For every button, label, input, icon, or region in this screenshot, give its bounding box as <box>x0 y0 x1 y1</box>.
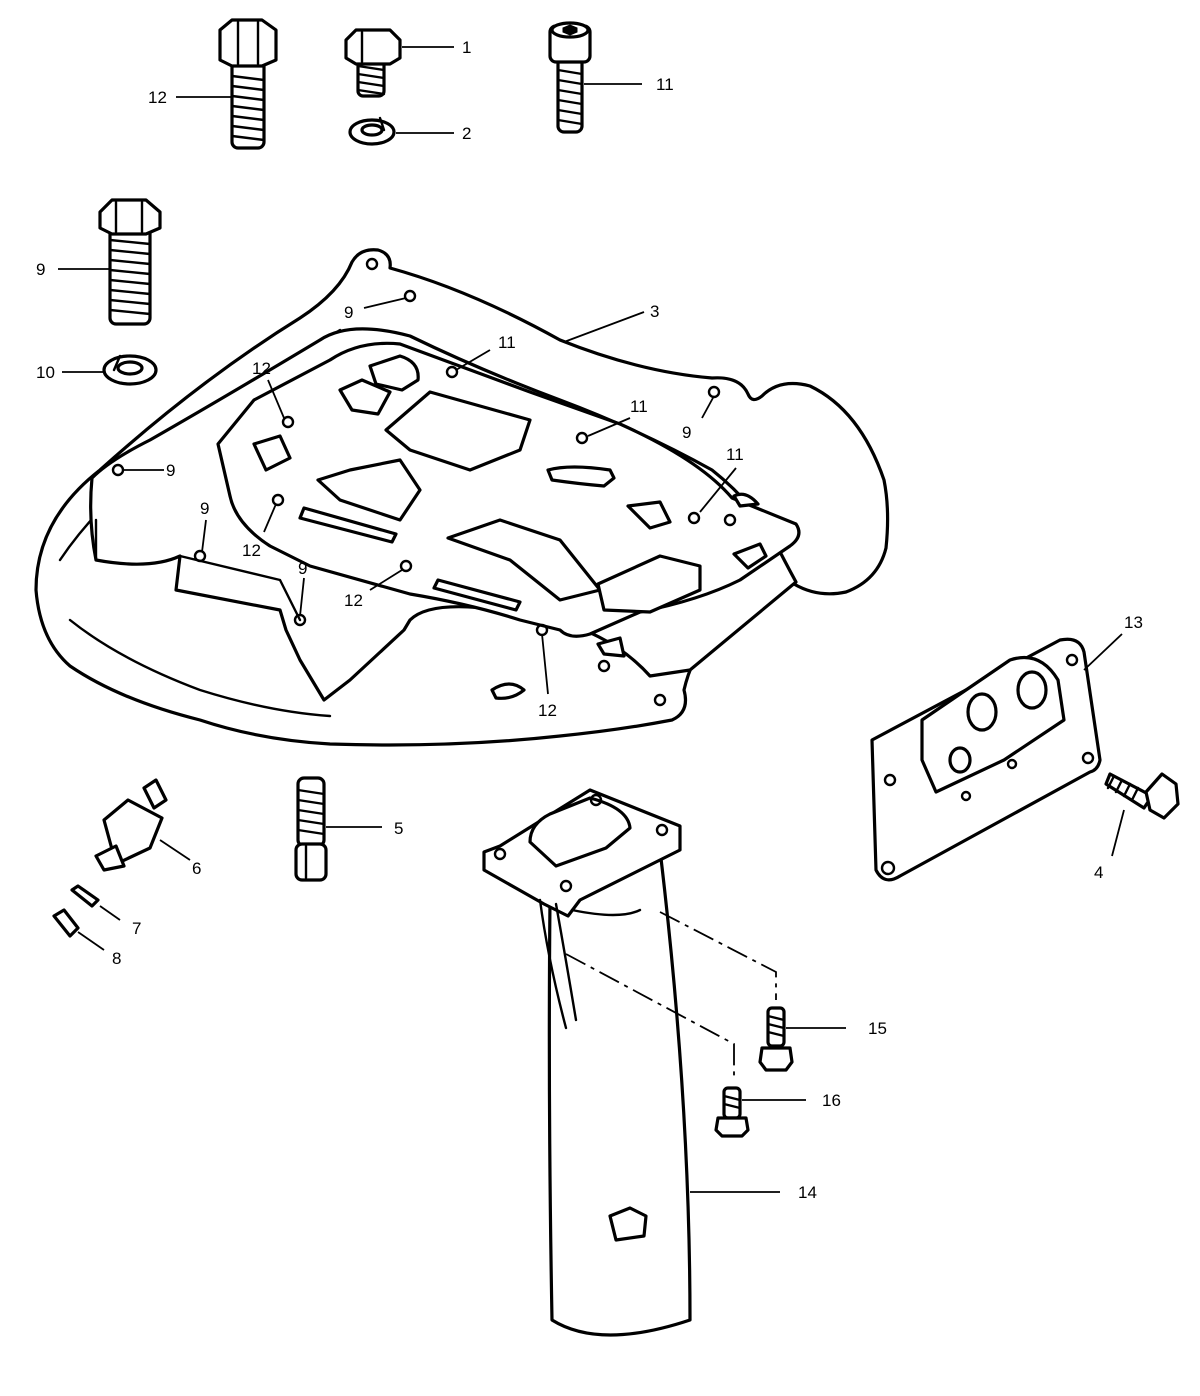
lock-washer-10 <box>102 354 158 386</box>
leader-lines <box>58 46 1125 1193</box>
callout-12a: 12 <box>148 88 167 107</box>
callout-11b: 11 <box>498 333 516 352</box>
exhaust-tube-14 <box>482 788 692 1337</box>
flange-bolt-15 <box>758 1006 794 1072</box>
callout-13: 13 <box>1124 613 1143 632</box>
callout-9b: 9 <box>344 303 353 322</box>
cover-plate-13 <box>870 637 1102 882</box>
hex-bolt-4 <box>1104 772 1180 820</box>
callout-2: 2 <box>462 124 471 143</box>
callout-12e: 12 <box>538 701 557 720</box>
hex-bolt-1 <box>344 28 402 98</box>
nut-8 <box>52 908 80 938</box>
callout-6: 6 <box>192 859 201 878</box>
callout-9f: 9 <box>298 559 307 578</box>
callout-labels: 1 2 3 4 5 6 7 8 9 9 9 9 9 9 10 11 11 11 … <box>36 38 1143 1202</box>
callout-9a: 9 <box>36 260 45 279</box>
callout-16: 16 <box>822 1091 841 1110</box>
hex-bolt-12 <box>218 18 278 150</box>
callout-14: 14 <box>798 1183 817 1202</box>
callout-11d: 11 <box>726 445 744 464</box>
callout-9d: 9 <box>166 461 175 480</box>
adapter-plate-3 <box>34 248 890 747</box>
callout-7: 7 <box>132 919 141 938</box>
cap-screw-5 <box>294 776 328 882</box>
flange-bolt-16 <box>714 1086 750 1138</box>
lock-washer-2 <box>348 116 396 146</box>
callout-12c: 12 <box>242 541 261 560</box>
callout-10: 10 <box>36 363 55 382</box>
callout-11a: 11 <box>656 75 674 94</box>
alignment-line-16 <box>565 953 735 1078</box>
cap-screw-11 <box>548 21 592 134</box>
callout-5: 5 <box>394 819 403 838</box>
callout-12d: 12 <box>344 591 363 610</box>
callout-8: 8 <box>112 949 121 968</box>
callout-1: 1 <box>462 38 471 57</box>
callout-12b: 12 <box>252 359 271 378</box>
alignment-line-15 <box>659 911 777 1000</box>
callout-9e: 9 <box>200 499 209 518</box>
callout-3: 3 <box>650 302 659 321</box>
pin-7 <box>70 884 100 908</box>
callout-9c: 9 <box>682 423 691 442</box>
hex-bolt-9 <box>98 198 162 326</box>
callout-15: 15 <box>868 1019 887 1038</box>
callout-11c: 11 <box>630 397 648 416</box>
coupling-6 <box>94 778 168 872</box>
callout-4: 4 <box>1094 863 1103 882</box>
